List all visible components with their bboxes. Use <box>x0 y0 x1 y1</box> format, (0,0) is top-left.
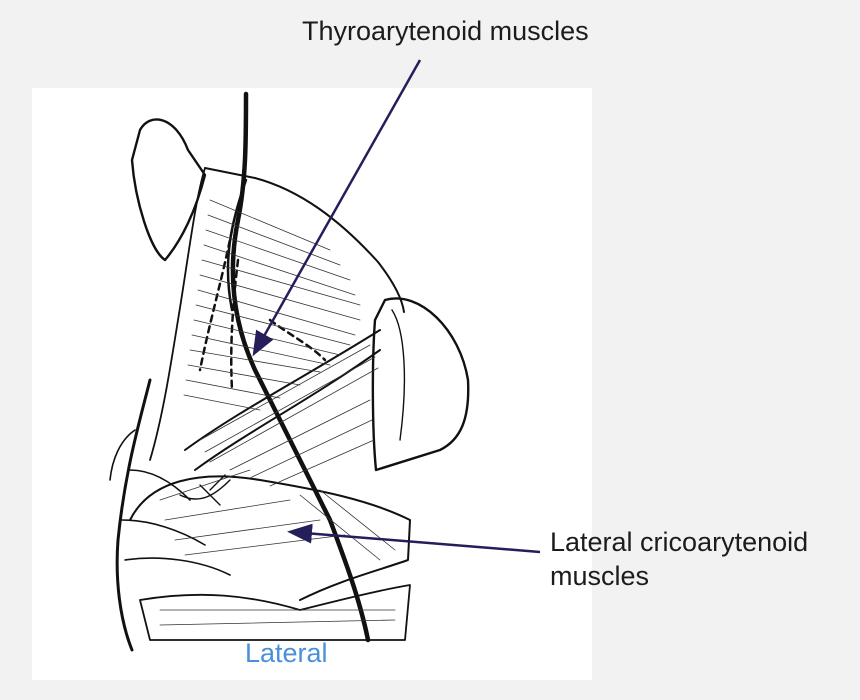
label-thyroarytenoid: Thyroarytenoid muscles <box>302 16 589 46</box>
illustration-panel <box>32 88 592 680</box>
nerve-trunk <box>230 91 371 643</box>
cricoid-ring <box>139 584 411 641</box>
larynx-illustration <box>109 91 470 652</box>
label-lateral-cricoarytenoid: Lateral cricoarytenoid muscles <box>550 525 808 593</box>
left-cartilage-cap <box>130 118 207 262</box>
cricoid-body <box>129 475 411 601</box>
view-label: Lateral <box>245 638 328 668</box>
left-nerve-branches <box>115 378 152 652</box>
label-lateral-cricoarytenoid-line2: muscles <box>550 561 650 591</box>
label-lateral-cricoarytenoid-line1: Lateral cricoarytenoid <box>550 527 809 557</box>
right-cartilage-shield <box>371 297 470 472</box>
